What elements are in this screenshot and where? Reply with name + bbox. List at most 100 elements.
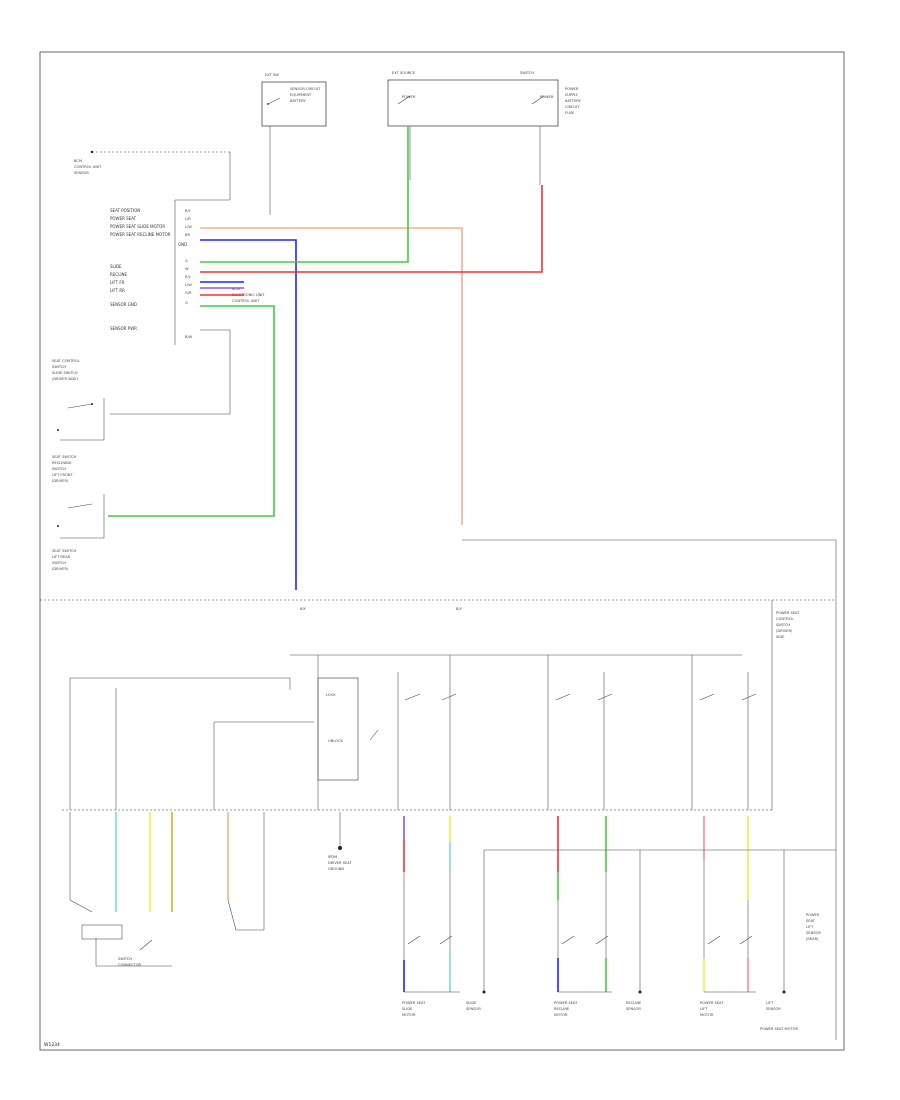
svg-text:MOTOR: MOTOR [554,1013,568,1017]
svg-text:RECLINE: RECLINE [110,272,128,277]
svg-text:RECLINE: RECLINE [554,1007,570,1011]
svg-text:LOCK: LOCK [326,693,336,697]
svg-text:L/W: L/W [185,225,192,229]
right-block-label: POWER SEAT CONTROL SWITCH (DRIVER) SIDE [771,600,800,810]
svg-text:POWER SEAT: POWER SEAT [776,611,800,615]
svg-text:POWER SEAT SLIDE MOTOR: POWER SEAT SLIDE MOTOR [110,224,165,229]
svg-text:SEAT SWITCH: SEAT SWITCH [52,455,76,459]
svg-text:LIFT: LIFT [806,925,814,929]
svg-text:RECLINE: RECLINE [626,1001,642,1005]
svg-text:DRIVER SEAT: DRIVER SEAT [328,861,352,865]
svg-text:CIRCUIT: CIRCUIT [565,105,580,109]
svg-text:SWITCH: SWITCH [52,365,66,369]
switch-a: SEAT CONTROL SWITCH SLIDE SWITCH (DRIVER… [52,359,105,441]
svg-text:EQUIPMENT: EQUIPMENT [290,93,312,97]
svg-text:L/R: L/R [185,217,191,221]
svg-text:BATTERY: BATTERY [290,99,307,103]
svg-text:LIFT FR: LIFT FR [110,280,125,285]
bottom-labels: POWER SEAT SLIDE MOTOR SLIDE SENSOR POWE… [402,913,821,1031]
svg-text:B/Y: B/Y [185,209,192,213]
svg-text:G: G [185,259,188,263]
svg-text:SENSOR PWR: SENSOR PWR [110,326,137,331]
lower-motors [403,849,836,994]
svg-text:B/Y: B/Y [300,607,307,611]
svg-text:SLIDE SWITCH: SLIDE SWITCH [52,371,78,375]
svg-text:POWER SEAT: POWER SEAT [700,1001,724,1005]
svg-text:SWITCH: SWITCH [118,957,132,961]
svg-text:SENSOR: SENSOR [806,931,821,935]
svg-text:POWER SEAT RECLINE MOTOR: POWER SEAT RECLINE MOTOR [110,232,171,237]
svg-text:(DRIVER): (DRIVER) [776,629,793,633]
svg-text:SLIDE: SLIDE [402,1007,413,1011]
svg-text:GROUND: GROUND [328,867,344,871]
svg-text:B/W: B/W [185,335,193,339]
svg-text:MOTOR: MOTOR [402,1013,416,1017]
ipdm-ground: IPDM DRIVER SEAT GROUND [328,812,352,871]
top-center-component: EXT SOURCE SWITCH POWER POWER POWER SUPP… [387,71,582,185]
top-wires [108,126,543,590]
svg-text:ELECTRONIC UNIT: ELECTRONIC UNIT [232,293,265,297]
lower-switch-block: LOCK UNLOCK [69,654,757,810]
svg-text:BCM: BCM [232,287,240,291]
svg-text:LIFT: LIFT [700,1007,708,1011]
svg-text:POWER: POWER [806,913,820,917]
svg-text:BR: BR [185,233,190,237]
svg-text:(REAR): (REAR) [806,937,819,941]
svg-text:SENSOR: SENSOR [74,171,89,175]
svg-text:FUSE: FUSE [565,111,575,115]
svg-text:SENSOR: SENSOR [626,1007,641,1011]
lower-left-switches: SWITCH CONNECTOR [69,812,265,967]
top-left-component: EXT SW SENSOR CIRCUIT EQUIPMENT BATTERY [261,73,327,215]
lower-wires [115,812,749,992]
svg-text:POWER SEAT: POWER SEAT [402,1001,426,1005]
svg-text:POWER SEAT: POWER SEAT [554,1001,578,1005]
svg-text:CONTROL UNIT: CONTROL UNIT [74,165,102,169]
svg-text:W: W [185,267,189,271]
svg-text:(DRIVER SIDE): (DRIVER SIDE) [52,377,78,381]
svg-text:G: G [185,301,188,305]
svg-text:LIFT FRONT: LIFT FRONT [52,473,73,477]
svg-text:SIDE: SIDE [776,635,785,639]
svg-text:B/Y: B/Y [456,607,463,611]
switch-c: SEAT SWITCH LIFT REAR SWITCH (DRIVER) [52,549,76,571]
svg-text:EXT SW: EXT SW [265,73,279,77]
svg-text:SEAT SWITCH: SEAT SWITCH [52,549,76,553]
diagram-frame [39,51,845,1051]
svg-text:SWITCH: SWITCH [52,467,66,471]
diagram-code: W1234 [44,1042,60,1048]
svg-text:SLIDE: SLIDE [110,264,122,269]
svg-text:POWER: POWER [565,87,579,91]
svg-text:UNLOCK: UNLOCK [328,739,344,743]
svg-text:GND: GND [178,242,187,247]
svg-text:CONTROL UNIT: CONTROL UNIT [232,299,260,303]
svg-text:LIFT RR: LIFT RR [110,288,125,293]
svg-text:SWITCH: SWITCH [52,561,66,565]
svg-text:POWER: POWER [540,95,554,99]
svg-text:SWITCH: SWITCH [520,71,534,75]
svg-text:SENSOR: SENSOR [766,1007,781,1011]
svg-text:SUPPLY: SUPPLY [565,93,579,97]
svg-text:R/L: R/L [185,275,191,279]
svg-text:IPDM: IPDM [328,855,337,859]
svg-text:SEAT POSITION: SEAT POSITION [110,208,140,213]
svg-text:(DRIVER): (DRIVER) [52,479,69,483]
svg-text:LIFT REAR: LIFT REAR [52,555,71,559]
svg-text:SLIDE: SLIDE [466,1001,477,1005]
svg-text:SEAT: SEAT [806,919,816,923]
svg-text:EXT SOURCE: EXT SOURCE [392,71,416,75]
svg-text:CONTROL: CONTROL [776,617,794,621]
svg-text:RECLINING: RECLINING [52,461,72,465]
svg-text:L/W: L/W [185,283,192,287]
svg-text:G/R: G/R [185,291,192,295]
svg-text:(DRIVER): (DRIVER) [52,567,69,571]
svg-text:SENSOR CIRCUIT: SENSOR CIRCUIT [290,87,321,91]
top-left-connector: BCM CONTROL UNIT SENSOR [74,150,231,201]
svg-text:POWER SEAT: POWER SEAT [110,216,137,221]
svg-text:SENSOR: SENSOR [466,1007,481,1011]
svg-text:CONNECTOR: CONNECTOR [118,963,142,967]
svg-text:SENSOR GND: SENSOR GND [110,302,137,307]
svg-text:SEAT CONTROL: SEAT CONTROL [52,359,80,363]
svg-text:LIFT: LIFT [766,1001,774,1005]
switch-b: SEAT SWITCH RECLINING SWITCH LIFT FRONT … [52,455,105,539]
